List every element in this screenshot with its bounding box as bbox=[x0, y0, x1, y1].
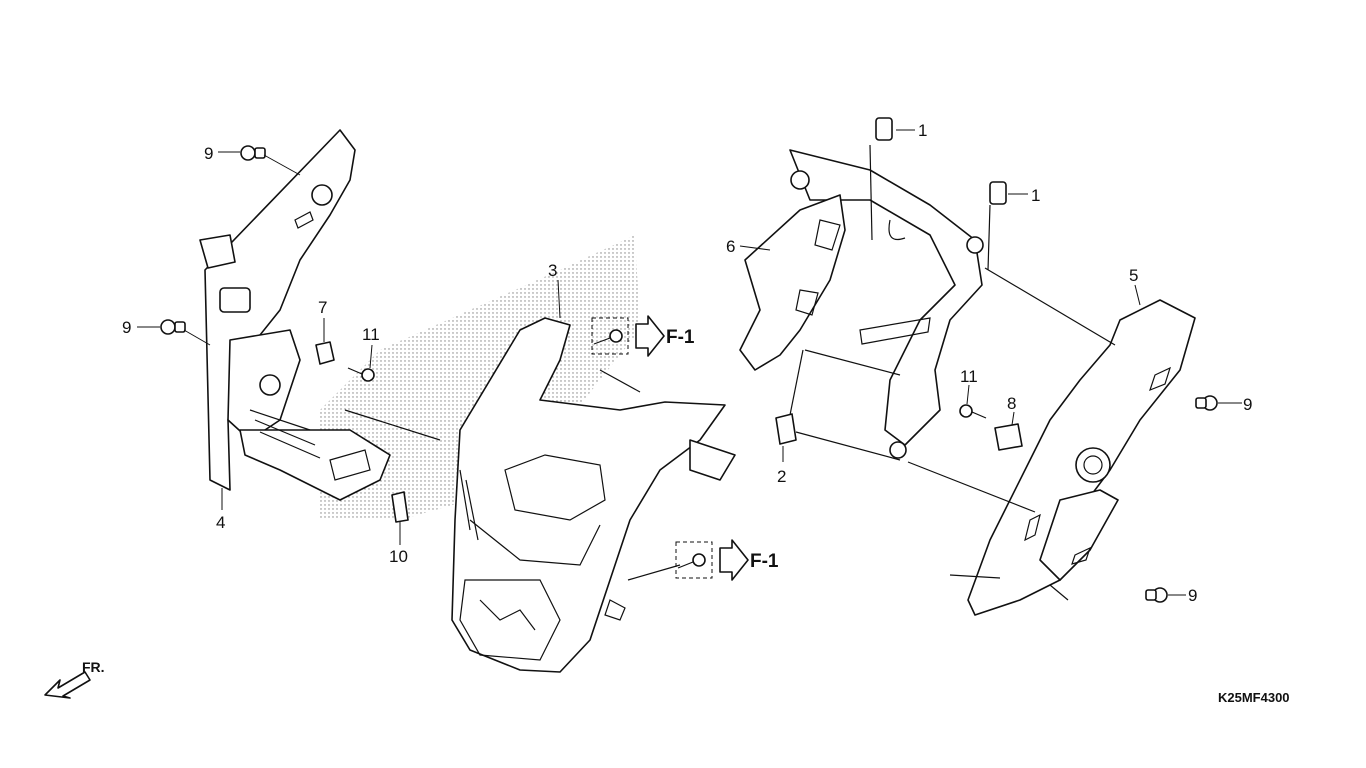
bolt-9-right-lower[interactable] bbox=[1145, 587, 1168, 603]
bolt-9-mid-left[interactable] bbox=[160, 319, 186, 335]
callout-9-mid-left: 9 bbox=[122, 318, 131, 337]
callout-10: 10 bbox=[389, 547, 408, 566]
front-direction-arrow: FR. bbox=[44, 659, 105, 699]
callout-9-right-lower: 9 bbox=[1188, 586, 1197, 605]
front-center-cover[interactable] bbox=[451, 317, 736, 673]
screw-11-left[interactable] bbox=[347, 367, 375, 382]
bolt-9-right-upper[interactable] bbox=[1195, 395, 1218, 411]
callout-2: 2 bbox=[777, 467, 786, 486]
fastener-ref-lower[interactable] bbox=[675, 539, 749, 581]
callout-9-right-upper: 9 bbox=[1243, 395, 1252, 414]
bolt-9-top-left[interactable] bbox=[240, 145, 266, 161]
leader-lines bbox=[137, 129, 1242, 596]
nut-clip-7[interactable] bbox=[315, 341, 335, 365]
right-side-cover[interactable] bbox=[949, 299, 1196, 616]
callout-5: 5 bbox=[1129, 266, 1138, 285]
callout-7: 7 bbox=[318, 298, 327, 317]
callout-3: 3 bbox=[548, 261, 557, 280]
callout-11-left: 11 bbox=[362, 325, 380, 344]
collar-1-lower[interactable] bbox=[989, 181, 1007, 205]
callout-6: 6 bbox=[726, 237, 735, 256]
left-side-cover[interactable] bbox=[199, 129, 391, 501]
callout-4: 4 bbox=[216, 513, 225, 532]
shading-area bbox=[320, 235, 640, 520]
ref-label-upper: F-1 bbox=[666, 327, 695, 348]
rivet-10[interactable] bbox=[391, 491, 409, 523]
screw-11-right[interactable] bbox=[959, 404, 987, 419]
inner-stay-bracket[interactable] bbox=[739, 144, 991, 459]
callout-8: 8 bbox=[1007, 394, 1016, 413]
nut-clip-8[interactable] bbox=[994, 423, 1023, 451]
collar-1-upper[interactable] bbox=[875, 117, 893, 141]
ref-label-lower: F-1 bbox=[750, 551, 779, 572]
callout-1-upper: 1 bbox=[918, 121, 927, 140]
fastener-ref-upper[interactable] bbox=[591, 315, 665, 357]
grommet-2[interactable] bbox=[775, 413, 797, 445]
diagram-code: K25MF4300 bbox=[1218, 690, 1290, 705]
front-direction-label: FR. bbox=[82, 659, 105, 675]
callout-1-lower: 1 bbox=[1031, 186, 1040, 205]
callout-11-right: 11 bbox=[960, 367, 978, 386]
callout-9-top-left: 9 bbox=[204, 144, 213, 163]
